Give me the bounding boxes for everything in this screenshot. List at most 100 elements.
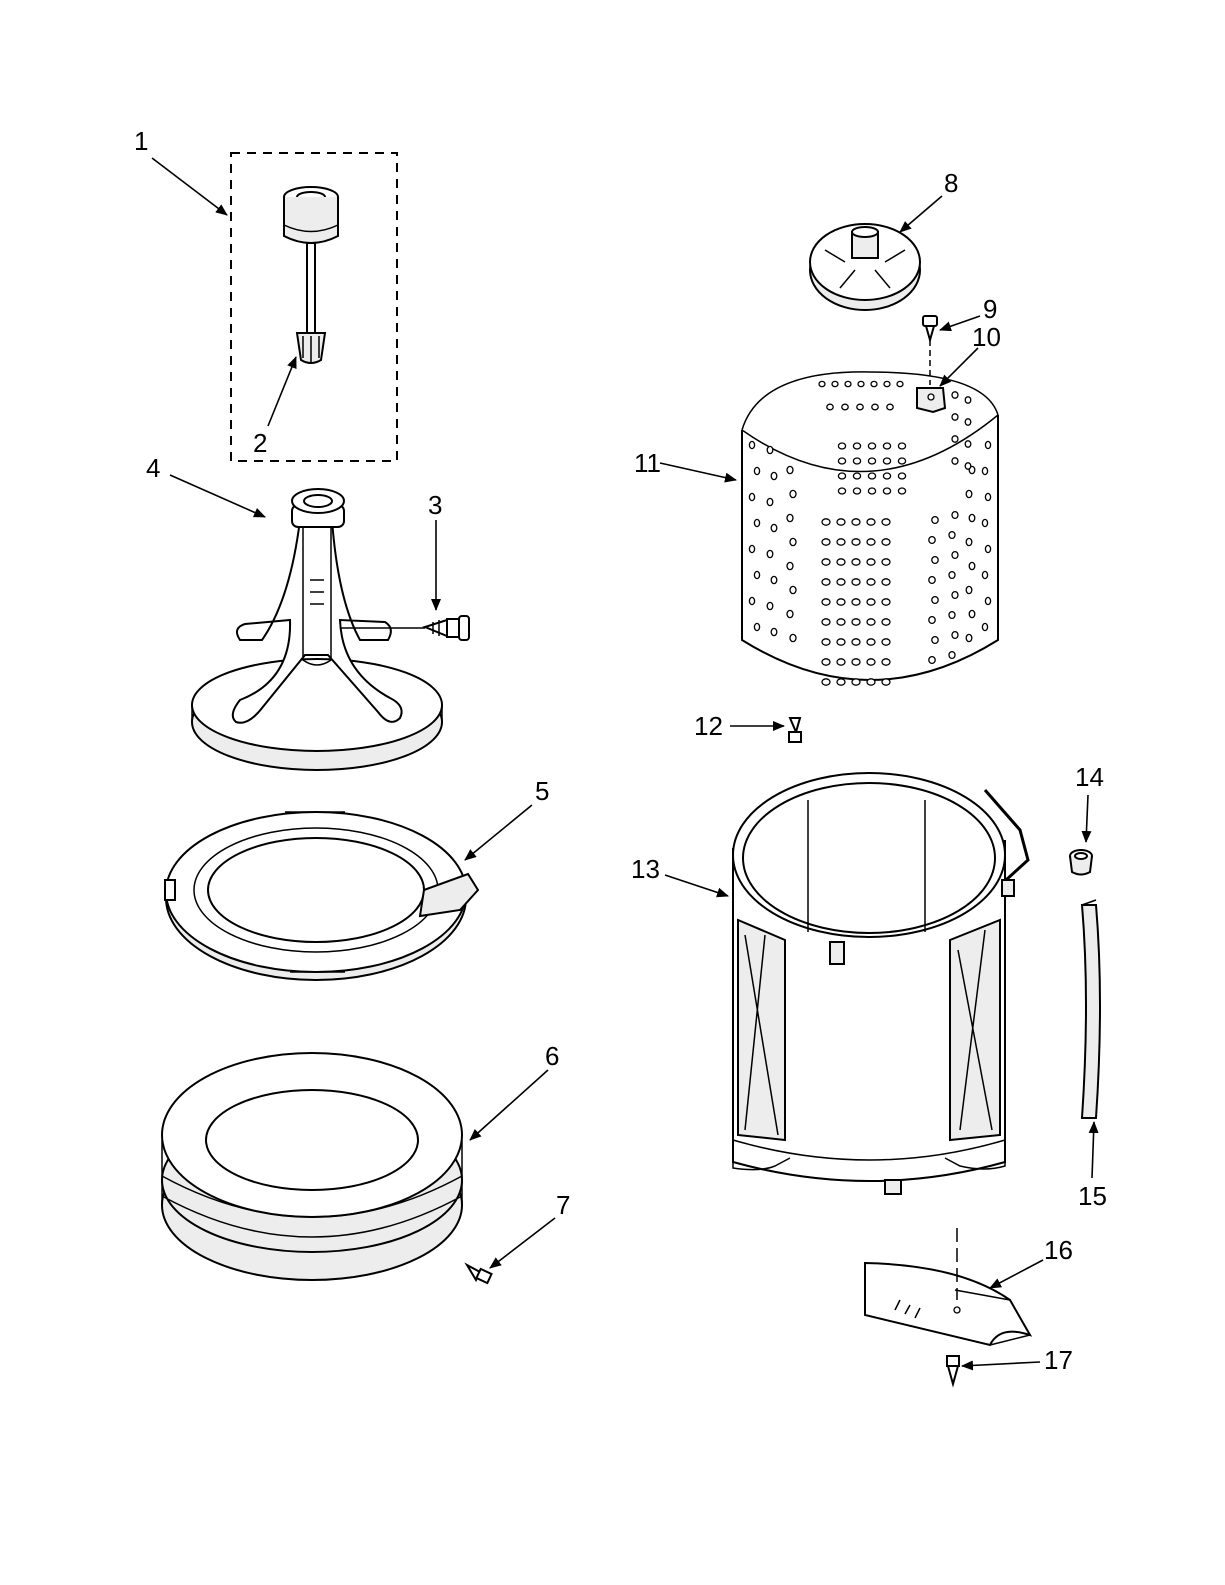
basket-perforation: [982, 571, 987, 578]
basket-perforation: [852, 599, 860, 605]
basket-perforation: [838, 473, 845, 479]
callout-16: 16: [1044, 1237, 1073, 1263]
basket-perforation: [838, 488, 845, 494]
basket-perforation: [867, 539, 875, 545]
basket-perforation: [749, 441, 754, 448]
basket-perforation: [837, 659, 845, 665]
basket-perforation: [952, 552, 958, 559]
basket-perforation: [822, 679, 830, 685]
basket-perforation: [771, 524, 777, 531]
callout-5: 5: [535, 778, 549, 804]
basket-perforation: [767, 602, 773, 609]
part-17-screw: [947, 1356, 959, 1384]
basket-perforation: [965, 441, 971, 447]
callout-4: 4: [146, 455, 160, 481]
basket-perforation: [966, 538, 972, 545]
basket-perforation: [898, 473, 905, 479]
part-4-agitator-base: [192, 489, 442, 770]
basket-perforation: [985, 597, 990, 604]
basket-perforation: [837, 619, 845, 625]
basket-perforation: [852, 659, 860, 665]
callout-13: 13: [631, 856, 660, 882]
callout-10: 10: [972, 324, 1001, 350]
basket-perforation: [882, 619, 890, 625]
basket-perforation: [882, 539, 890, 545]
basket-perforation: [969, 514, 975, 521]
basket-perforation: [898, 488, 905, 494]
part-7-screw: [467, 1265, 492, 1283]
part-10-clip: [917, 388, 945, 412]
callout-11: 11: [634, 450, 661, 476]
basket-perforation: [871, 381, 877, 386]
basket-perforation: [982, 623, 987, 630]
basket-perforation: [932, 557, 938, 564]
basket-perforation: [832, 381, 838, 386]
part-5-ring: [165, 812, 478, 980]
basket-perforation: [965, 419, 971, 425]
basket-perforation: [867, 619, 875, 625]
basket-perforation: [867, 559, 875, 565]
basket-perforation: [929, 537, 935, 544]
basket-perforation: [787, 514, 793, 521]
basket-perforation: [838, 458, 845, 464]
basket-perforation: [749, 597, 754, 604]
basket-perforation: [868, 473, 875, 479]
part-6-balance-ring: [162, 1053, 462, 1280]
basket-perforation: [852, 519, 860, 525]
basket-perforation: [985, 493, 990, 500]
basket-perforation: [858, 381, 864, 386]
part-11-basket: [742, 372, 998, 685]
callout-15: 15: [1078, 1183, 1107, 1209]
callout-12: 12: [694, 713, 723, 739]
basket-perforation: [932, 637, 938, 644]
basket-perforation: [868, 488, 875, 494]
callout-7: 7: [556, 1192, 570, 1218]
basket-perforation: [852, 539, 860, 545]
basket-perforation: [868, 443, 875, 449]
basket-perforation: [872, 404, 878, 410]
basket-perforation: [852, 559, 860, 565]
basket-perforation: [837, 679, 845, 685]
basket-perforation: [842, 404, 848, 410]
basket-perforation: [952, 414, 958, 420]
basket-perforation: [867, 639, 875, 645]
basket-perforation: [822, 659, 830, 665]
basket-perforation: [969, 610, 975, 617]
part-12-screw: [789, 718, 801, 742]
basket-perforation: [822, 599, 830, 605]
basket-perforation: [790, 538, 796, 545]
basket-perforation: [982, 467, 987, 474]
basket-perforation: [882, 599, 890, 605]
basket-perforation: [852, 639, 860, 645]
basket-perforation: [929, 657, 935, 664]
basket-perforation: [949, 532, 955, 539]
basket-perforation: [898, 458, 905, 464]
basket-perforation: [982, 519, 987, 526]
basket-perforation: [787, 466, 793, 473]
basket-perforation: [882, 519, 890, 525]
basket-perforation: [965, 463, 971, 469]
basket-perforation: [867, 679, 875, 685]
basket-perforation: [837, 539, 845, 545]
basket-perforation: [754, 467, 759, 474]
basket-perforation: [882, 559, 890, 565]
basket-perforation: [952, 392, 958, 398]
basket-perforation: [767, 446, 773, 453]
basket-perforation: [790, 634, 796, 641]
basket-perforation: [882, 679, 890, 685]
basket-perforation: [852, 679, 860, 685]
basket-perforation: [852, 619, 860, 625]
callout-3: 3: [428, 492, 442, 518]
part-14-bushing: [1070, 850, 1092, 875]
callout-2: 2: [253, 430, 267, 456]
basket-perforation: [822, 639, 830, 645]
basket-perforation: [883, 458, 890, 464]
basket-perforation: [952, 436, 958, 442]
part-13-tub: [733, 773, 1028, 1194]
basket-perforation: [749, 545, 754, 552]
basket-perforation: [852, 579, 860, 585]
basket-perforation: [969, 562, 975, 569]
callout-14: 14: [1075, 764, 1104, 790]
basket-perforation: [966, 586, 972, 593]
basket-perforation: [837, 639, 845, 645]
